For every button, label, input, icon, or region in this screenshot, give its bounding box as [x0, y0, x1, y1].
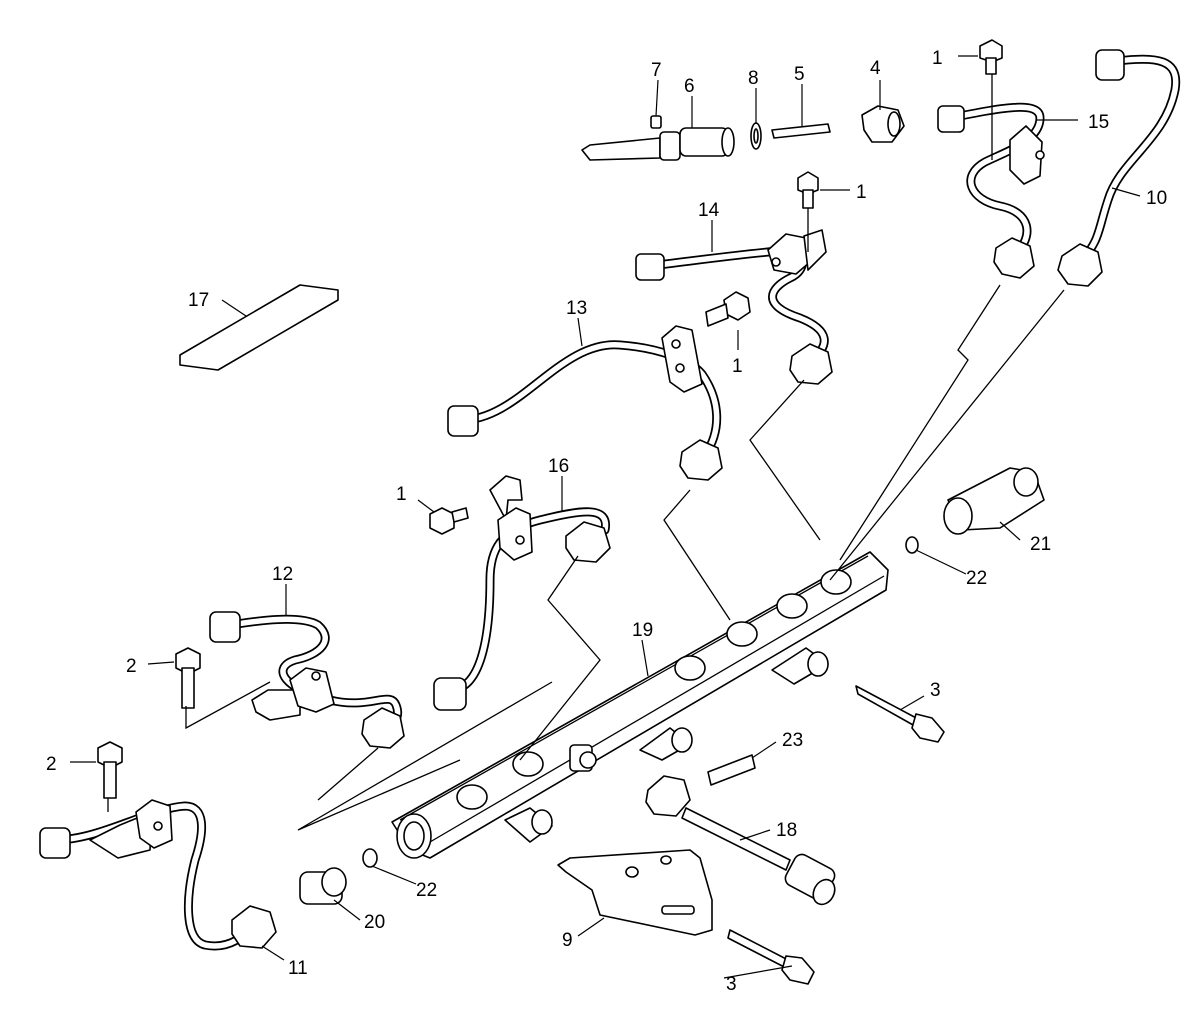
callout-1: 1	[396, 484, 407, 505]
rail-mounting-boss-2	[639, 727, 693, 761]
callout-14: 14	[698, 200, 720, 221]
callout-9: 9	[562, 930, 573, 951]
part-22-o-ring-right	[905, 536, 919, 554]
callout-21: 21	[1030, 534, 1051, 555]
part-21-pressure-valve	[943, 467, 1045, 535]
callout-7: 7	[651, 60, 662, 81]
callout-1: 1	[932, 48, 943, 69]
part-4-nut	[861, 105, 905, 143]
part-13-injection-pipe	[447, 325, 723, 481]
part-22-o-ring-left	[362, 848, 378, 868]
part-19-common-rail	[391, 551, 889, 859]
part-10-injection-pipe	[1057, 49, 1181, 287]
part-17-label-plate	[179, 284, 339, 371]
callout-18: 18	[776, 820, 797, 841]
callout-10: 10	[1146, 188, 1167, 209]
callout-2: 2	[46, 754, 57, 775]
callout-13: 13	[566, 298, 587, 319]
part-14-injection-pipe	[635, 229, 833, 385]
part-7-pin	[650, 115, 662, 129]
part-5-rod	[771, 123, 831, 139]
callout-11: 11	[288, 958, 308, 979]
part-9-bracket	[557, 849, 713, 936]
callout-22: 22	[416, 880, 437, 901]
part-3-bolt-lower	[727, 929, 815, 985]
callout-17: 17	[188, 290, 209, 311]
callout-1: 1	[732, 356, 743, 377]
part-1-bolt-a	[979, 39, 1003, 75]
part-11-injection-pipe	[39, 799, 277, 951]
callout-4: 4	[870, 58, 881, 79]
part-20-plug	[299, 867, 347, 905]
part-1-bolt-c	[705, 291, 751, 327]
part-2-bolt-a	[175, 647, 201, 709]
callout-labels: 1 1 1 1 2 2 3 3 4 5 6 7 8 9 10 11 12 13 …	[46, 48, 1167, 995]
callout-22: 22	[966, 568, 987, 589]
part-16-injection-pipe	[433, 475, 611, 711]
part-8-o-ring	[750, 122, 762, 150]
callout-23: 23	[782, 730, 803, 751]
callout-1: 1	[856, 182, 867, 203]
part-15-injection-pipe	[937, 102, 1045, 279]
callout-3: 3	[726, 974, 737, 995]
part-18-pressure-sensor	[645, 775, 836, 906]
part-23-small-label	[707, 754, 756, 786]
callout-20: 20	[364, 912, 385, 933]
pipe-connection-lines	[107, 74, 1065, 831]
part-1-bolt-b	[797, 171, 819, 209]
callout-8: 8	[748, 68, 759, 89]
callout-3: 3	[930, 680, 941, 701]
callout-6: 6	[684, 76, 695, 97]
part-1-bolt-d	[429, 507, 469, 535]
rail-mounting-boss-1	[504, 807, 553, 843]
callout-16: 16	[548, 456, 569, 477]
part-2-bolt-b	[97, 741, 123, 799]
part-6-injector-nozzle	[581, 127, 735, 161]
callout-5: 5	[794, 64, 805, 85]
part-3-bolt-upper	[855, 685, 945, 743]
part-12-injection-pipe	[209, 611, 405, 749]
rail-mounting-boss-3	[771, 647, 829, 685]
callout-12: 12	[272, 564, 293, 585]
callout-15: 15	[1088, 112, 1109, 133]
callout-leaders	[70, 55, 1141, 979]
callout-19: 19	[632, 620, 653, 641]
callout-2: 2	[126, 656, 137, 677]
